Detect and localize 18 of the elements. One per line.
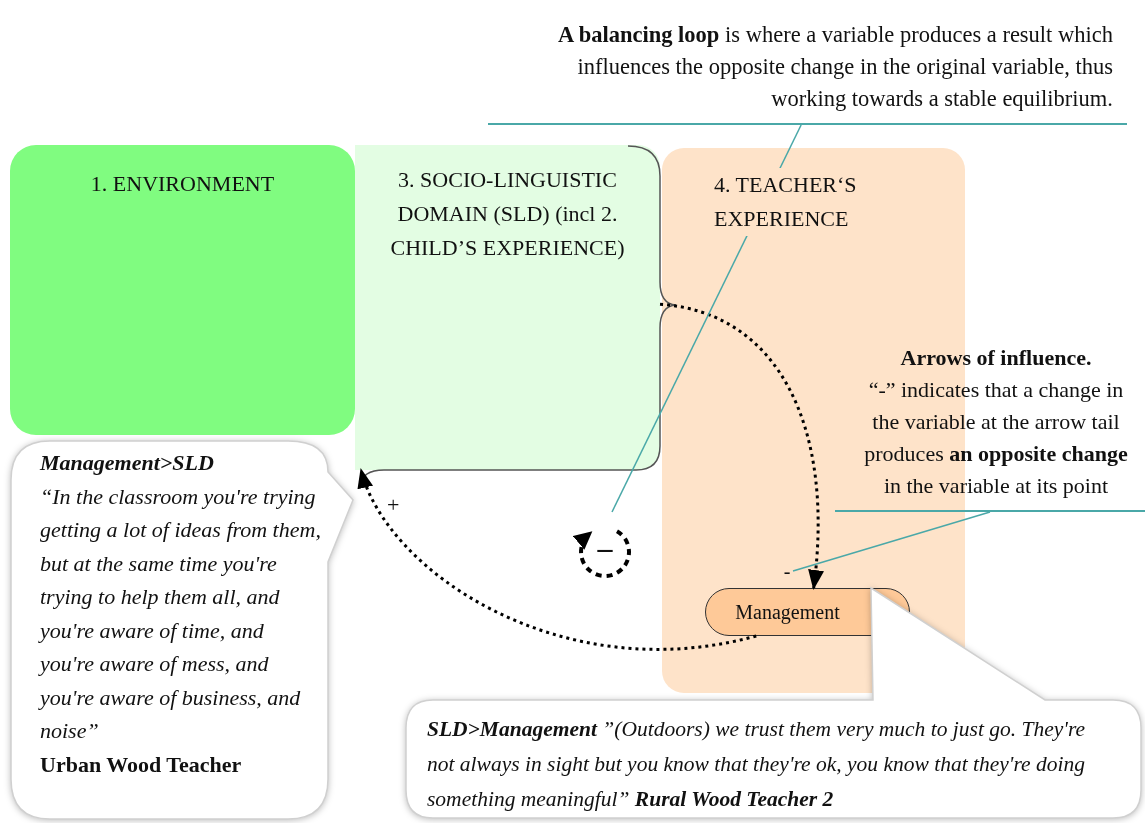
quote-author: Urban Wood Teacher (40, 750, 242, 779)
polarity-sign: - (783, 559, 791, 583)
leader-line (792, 511, 991, 572)
box-heading: 1. ENVIRONMENT (90, 170, 275, 198)
quote-text: SLD>Management ”(Outdoors) we trust them very much to just go. They're not always in sight but you know that they're ok, you know that they're doing something meaningful” Rural Wood Teacher 2 (427, 716, 1087, 813)
domain-box (10, 145, 355, 435)
quote-text: “In the classroom you're trying getting a lot of ideas from them, but at the same time you're trying to help them all, and you're aware of time, and you're aware of mess, and you're aware of business, and noise” (40, 482, 322, 745)
arrow (659, 302, 824, 590)
speech-bubble (10, 440, 355, 820)
note-text: A balancing loop is where a variable produces a result which influences the opposite change in the original variable, thus working towards a stable equilibrium. (557, 21, 1113, 113)
note-text: “-” indicates that a change in the variable at the arrow tail produces an opposite change in the variable at its point (863, 376, 1129, 500)
arrow (359, 468, 757, 651)
box-heading: 3. SOCIO-LINGUISTIC DOMAIN (SLD) (incl 2. CHILD’S EXPERIENCE) (389, 166, 626, 262)
leader-line (611, 124, 802, 513)
pill-label: Management (735, 600, 840, 624)
minus-sign: – (597, 533, 613, 563)
note-heading: Arrows of influence. (899, 344, 1093, 372)
quote-heading: Management>SLD (40, 449, 214, 477)
